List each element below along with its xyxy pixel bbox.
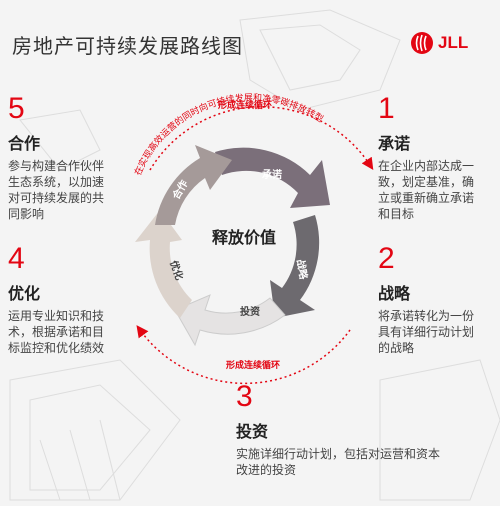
step-5-heading: 合作 xyxy=(8,134,41,153)
loop-arc-top xyxy=(149,106,374,171)
step-2-number: 2 xyxy=(378,242,395,275)
step-1-line: 和目标 xyxy=(378,207,415,221)
jll-logo-text: JLL xyxy=(438,33,469,52)
step-5: 5 合作 参与构建合作伙伴 生态系统，以加速 对可持续发展的共 同影响 xyxy=(8,94,128,222)
step-4-description: 运用专业知识和技 术，根据承诺和目 标监控和优化绩效 xyxy=(8,308,128,356)
step-1-description: 在企业内部达成一 致，划定基准，确 立或重新确立承诺 和目标 xyxy=(378,158,493,222)
segment-label-strategy: 战略 xyxy=(294,258,310,281)
step-2-line: 具有详细行动计划 xyxy=(378,325,475,339)
step-5-number: 5 xyxy=(8,92,25,125)
wheel-segment-cooperate xyxy=(155,145,232,225)
center-label: 释放价值 xyxy=(212,228,276,247)
step-3-line: 实施详细行动计划，包括对运营和资本 xyxy=(236,447,441,461)
loop-label-bottom: 形成连续循环 xyxy=(226,359,280,371)
jll-logo: JLL xyxy=(410,30,468,56)
step-1-line: 致，划定基准，确 xyxy=(378,175,475,189)
step-1: 1 承诺 在企业内部达成一 致，划定基准，确 立或重新确立承诺 和目标 xyxy=(378,94,493,222)
step-4-number: 4 xyxy=(8,242,25,275)
step-3-line: 改进的投资 xyxy=(236,463,297,477)
step-1-number: 1 xyxy=(378,92,395,125)
step-4-line: 运用专业知识和技 xyxy=(8,309,105,323)
wheel-segment-commit xyxy=(215,147,330,208)
wheel-segment-optimize xyxy=(135,210,192,318)
step-4-line: 术，根据承诺和目 xyxy=(8,325,105,339)
step-3-description: 实施详细行动计划，包括对运营和资本 改进的投资 xyxy=(236,446,481,478)
step-3: 3 投资 实施详细行动计划，包括对运营和资本 改进的投资 xyxy=(236,382,481,478)
step-5-line: 对可持续发展的共 xyxy=(8,191,105,205)
step-2-heading: 战略 xyxy=(378,284,411,303)
step-2-line: 的战略 xyxy=(378,341,415,355)
wheel-segment-strategy xyxy=(270,215,320,318)
step-2-description: 将承诺转化为一份 具有详细行动计划 的战略 xyxy=(378,308,493,356)
step-5-description: 参与构建合作伙伴 生态系统，以加速 对可持续发展的共 同影响 xyxy=(8,158,128,222)
step-5-line: 生态系统，以加速 xyxy=(8,175,105,189)
loop-label-top: 形成连续循环 xyxy=(218,99,272,111)
step-1-line: 在企业内部达成一 xyxy=(378,159,475,173)
page-title: 房地产可持续发展路线图 xyxy=(12,34,243,58)
segment-label-invest: 投资 xyxy=(240,305,260,318)
step-5-line: 同影响 xyxy=(8,207,45,221)
step-2-line: 将承诺转化为一份 xyxy=(378,309,475,323)
step-5-line: 参与构建合作伙伴 xyxy=(8,159,105,173)
wheel-segment-invest xyxy=(174,294,286,347)
step-4-line: 标监控和优化绩效 xyxy=(8,341,105,355)
jll-logo-mark-icon xyxy=(411,32,433,54)
step-1-line: 立或重新确立承诺 xyxy=(378,191,475,205)
step-3-heading: 投资 xyxy=(236,422,269,441)
loop-arc-bottom xyxy=(136,325,351,385)
step-3-number: 3 xyxy=(236,380,253,413)
step-2: 2 战略 将承诺转化为一份 具有详细行动计划 的战略 xyxy=(378,244,493,356)
step-4-heading: 优化 xyxy=(8,284,41,303)
step-4: 4 优化 运用专业知识和技 术，根据承诺和目 标监控和优化绩效 xyxy=(8,244,128,356)
segment-label-commit: 承诺 xyxy=(262,168,282,181)
wheel xyxy=(135,145,330,347)
step-1-heading: 承诺 xyxy=(378,134,411,153)
